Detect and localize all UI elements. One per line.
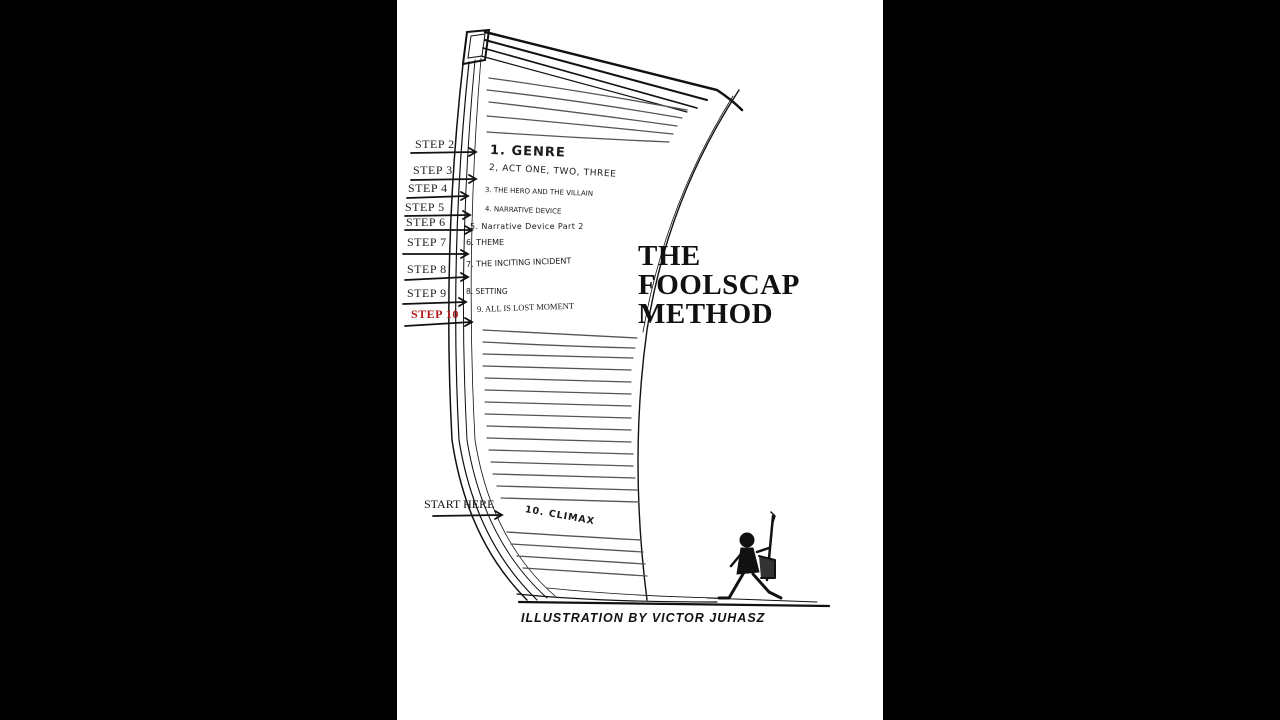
- step-label: STEP 4: [408, 181, 448, 195]
- step-label: STEP 3: [413, 163, 453, 177]
- step-label: STEP 8: [407, 262, 447, 276]
- start-here-label: START HERE: [424, 497, 495, 511]
- step-label: STEP 9: [407, 286, 447, 300]
- step-label: STEP 7: [407, 235, 447, 249]
- item-theme: 6. THEME: [466, 238, 505, 247]
- cover-page: STEP 2 STEP 3 STEP 4 STEP 5 STEP 6 STEP …: [397, 0, 883, 720]
- foolscap-sheet-sketch: [402, 28, 831, 608]
- title-line: THE: [638, 240, 701, 272]
- figure-with-pencil-icon: [717, 511, 783, 600]
- illustration-credit: ILLUSTRATION BY VICTOR JUHASZ: [521, 611, 766, 625]
- item-genre: 1. GENRE: [489, 143, 567, 161]
- book-title: THE FOOLSCAP METHOD: [638, 242, 800, 329]
- item-setting: 8. SETTING: [466, 287, 508, 296]
- step-label: STEP 6: [406, 215, 446, 229]
- title-line: FOOLSCAP: [638, 269, 800, 301]
- item-narrative-device-2: 5. Narrative Device Part 2: [470, 222, 584, 231]
- title-line: METHOD: [638, 298, 774, 330]
- step-label: STEP 2: [415, 137, 455, 151]
- step-label: STEP 5: [405, 200, 445, 214]
- step-label-current: STEP 10: [411, 307, 459, 321]
